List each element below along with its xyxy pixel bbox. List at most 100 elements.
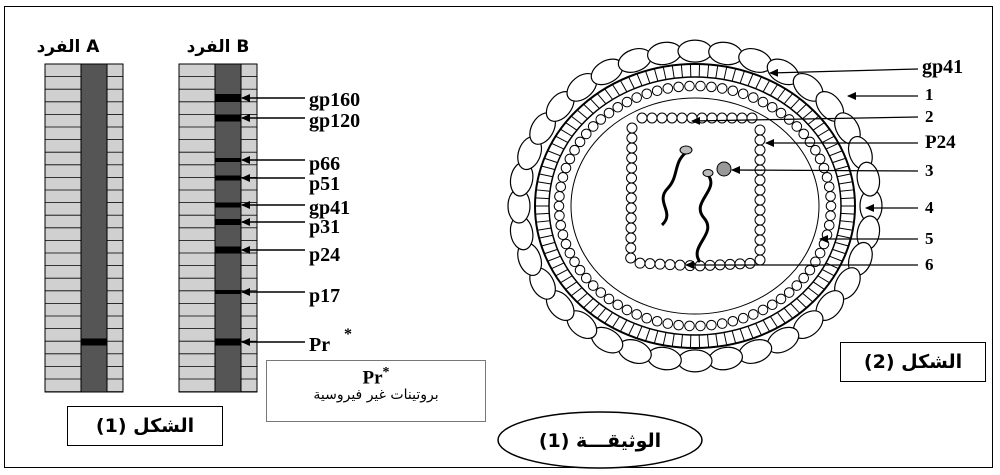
matrix-bead	[695, 80, 706, 92]
envelope-knob	[708, 41, 744, 66]
matrix-bead	[569, 256, 580, 268]
membrane-lipid	[834, 241, 849, 247]
capsid-bead	[625, 242, 637, 254]
capsid-bead	[674, 259, 686, 271]
capsid-bead	[644, 258, 656, 270]
membrane-lipid	[755, 76, 762, 89]
capsid-bead	[636, 112, 648, 124]
matrix-bead	[791, 280, 803, 291]
membrane-lipid	[821, 268, 835, 277]
matrix-bead	[574, 136, 586, 148]
capsid-bead	[694, 260, 706, 272]
membrane-lipid	[636, 326, 643, 339]
matrix-bead	[727, 315, 739, 327]
membrane-lipid	[589, 303, 600, 314]
capsid-bead	[716, 112, 728, 124]
matrix-bead	[766, 101, 778, 113]
capsid-bead	[664, 259, 676, 271]
capsid-bead	[754, 184, 766, 196]
membrane-lipid	[535, 212, 550, 215]
membrane-lipid	[570, 115, 583, 125]
membrane-lipid	[596, 307, 607, 319]
matrix-bead	[825, 191, 836, 202]
matrix-bead	[595, 114, 607, 125]
capsid-bead	[734, 258, 746, 270]
matrix-bead	[555, 219, 567, 231]
membrane-inner	[548, 76, 842, 336]
band-label-pr-star: *	[344, 326, 352, 343]
membrane-lipid	[541, 241, 556, 247]
pr-note-description: بروتينات غير فيروسية	[313, 387, 439, 404]
band-label-gp160: gp160	[309, 89, 360, 111]
membrane-lipid	[653, 330, 659, 344]
membrane-lipid	[812, 122, 825, 131]
capsid-bead	[626, 172, 637, 184]
membrane-lipid	[547, 150, 561, 157]
strip-b-band	[215, 246, 241, 254]
document-caption-ellipse	[497, 411, 703, 469]
membrane-lipid	[739, 328, 745, 342]
capsid-bead	[754, 124, 766, 136]
membrane-lipid	[535, 189, 551, 192]
matrix-bead	[580, 272, 592, 284]
matrix-bead	[716, 83, 728, 94]
membrane-lipid	[807, 115, 820, 125]
matrix-bead	[555, 181, 567, 193]
matrix-bead	[766, 299, 778, 311]
strip-b-band	[215, 114, 241, 122]
membrane-lipid	[747, 73, 754, 86]
matrix-bead	[804, 136, 816, 148]
membrane-lipid	[762, 80, 771, 93]
strip-b-band	[215, 175, 241, 181]
membrane-lipid	[817, 275, 830, 284]
capsid-bead	[625, 192, 637, 204]
matrix-bead	[818, 162, 830, 174]
matrix-bead	[706, 319, 717, 331]
matrix-bead	[673, 81, 684, 93]
membrane-lipid	[565, 122, 578, 131]
matrix-bead	[716, 318, 728, 329]
virus-label-4: 4	[925, 198, 934, 217]
membrane-lipid	[783, 307, 794, 319]
capsid-bead	[654, 258, 666, 270]
virus-arrow-2	[691, 116, 919, 125]
virus-arrow-3	[731, 166, 919, 175]
membrane-lipid	[645, 70, 651, 84]
matrix-bead	[737, 312, 749, 324]
pr-note-label: Pr*	[267, 365, 485, 389]
band-label-gp41: gp41	[309, 197, 350, 219]
virus-structure	[507, 39, 883, 373]
envelope-knob	[646, 41, 682, 66]
membrane-lipid	[723, 332, 728, 346]
matrix-bead	[748, 92, 759, 103]
matrix-bead	[603, 107, 615, 119]
membrane-lipid	[731, 330, 737, 344]
matrix-bead	[564, 153, 576, 165]
membrane-lipid	[825, 262, 839, 270]
matrix-bead	[587, 121, 599, 132]
matrix-bead	[641, 312, 653, 324]
matrix-bead	[553, 200, 565, 212]
membrane-lipid	[645, 328, 651, 342]
membrane-lipid	[817, 128, 830, 137]
membrane-lipid	[662, 332, 667, 346]
band-label-p31: p31	[309, 216, 340, 238]
band-label-gp120: gp120	[309, 110, 360, 132]
matrix-bead	[823, 219, 835, 231]
membrane-lipid	[715, 65, 719, 79]
matrix-bead	[641, 88, 653, 100]
membrane-lipid	[583, 103, 594, 114]
virus-label-p24: P24	[925, 132, 956, 153]
membrane-lipid	[604, 88, 613, 100]
membrane-lipid	[628, 323, 635, 336]
strip-b-band	[215, 94, 241, 102]
membrane-lipid	[537, 227, 552, 231]
membrane-lipid	[551, 142, 565, 150]
capsid-bead	[634, 257, 646, 269]
strip-b-band	[215, 219, 241, 225]
matrix-bead	[706, 81, 717, 93]
matrix-bead	[775, 293, 787, 305]
matrix-bead	[737, 88, 749, 100]
capsid-bead	[625, 232, 637, 244]
